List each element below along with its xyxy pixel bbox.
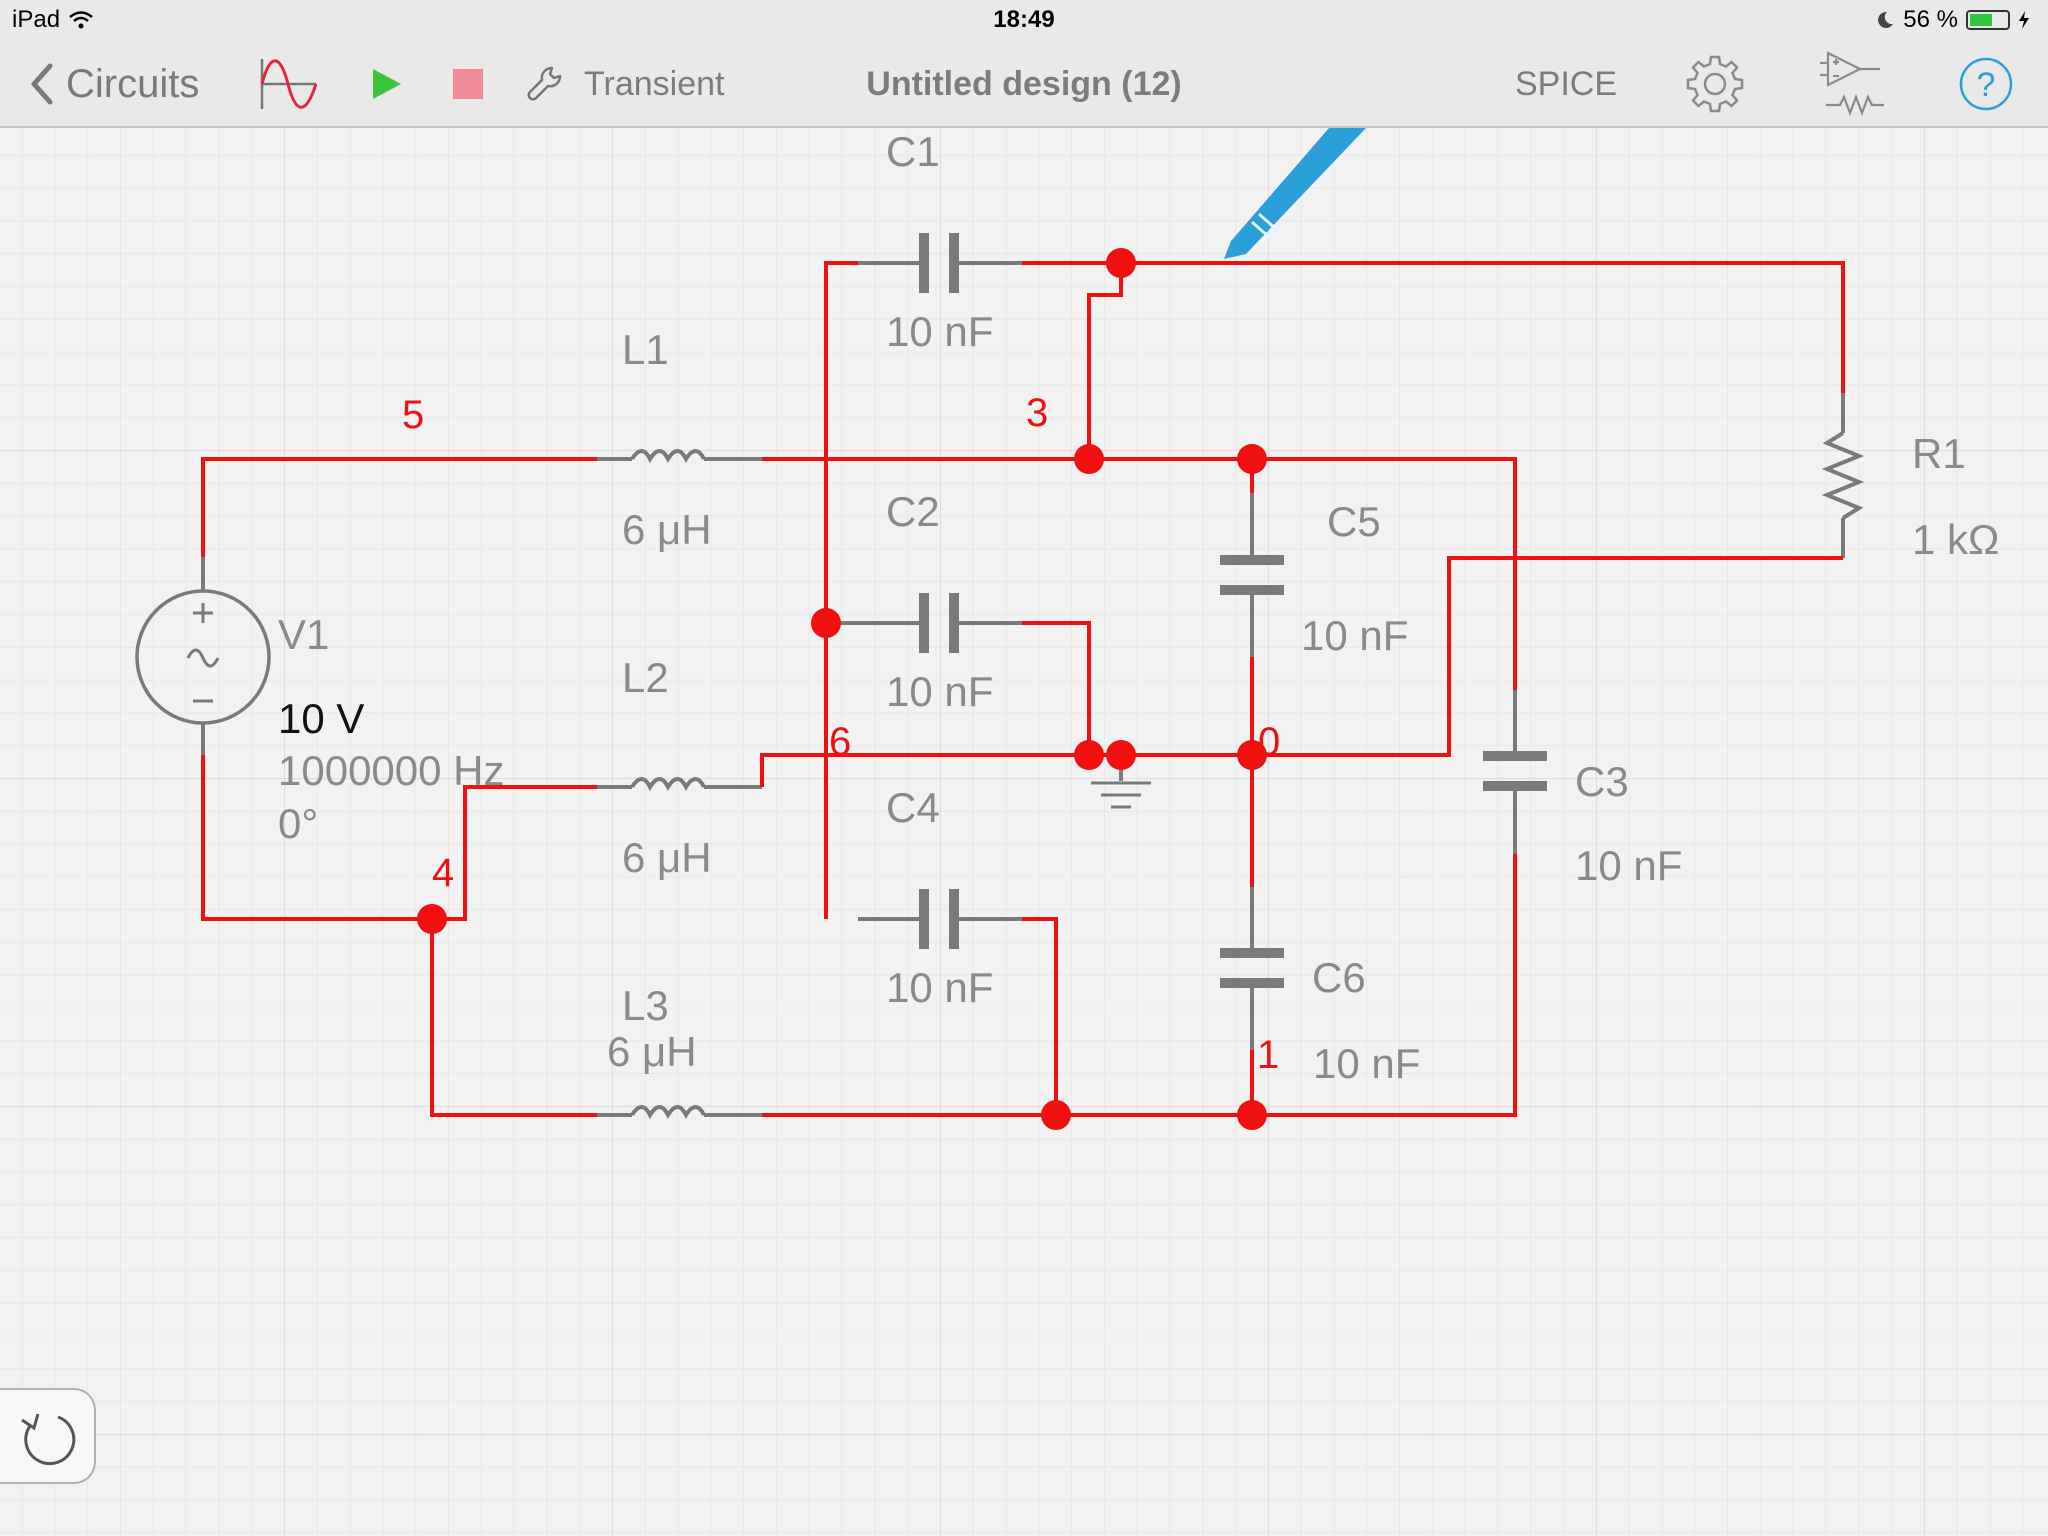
l2-name: L2: [622, 654, 669, 701]
wifi-icon: [69, 11, 93, 29]
v1-phase: 0°: [278, 800, 318, 847]
reset-view-button[interactable]: [0, 1388, 96, 1484]
c6-value: 10 nF: [1313, 1040, 1420, 1087]
help-icon: ?: [1959, 57, 2013, 111]
resistor-r1[interactable]: [1821, 393, 1865, 558]
r1-value: 1 kΩ: [1912, 516, 1999, 563]
c5-name: C5: [1327, 498, 1381, 545]
play-icon: [373, 69, 401, 99]
capacitor-c1[interactable]: [858, 233, 1022, 293]
node-label-5: 5: [402, 393, 424, 437]
component-library-button[interactable]: [1818, 40, 1888, 128]
settings-button[interactable]: [1682, 40, 1748, 128]
component-symbols: [135, 233, 1865, 1120]
amplifier-resistor-icon: [1820, 51, 1884, 117]
node-label-4: 4: [432, 851, 454, 895]
waveform-button[interactable]: [258, 40, 320, 128]
node-label-1: 1: [1257, 1033, 1279, 1077]
analysis-mode-button[interactable]: Transient: [526, 40, 724, 128]
l3-value: 6 μH: [607, 1028, 697, 1075]
analysis-mode-label: Transient: [584, 64, 725, 103]
charging-icon: [2019, 11, 2029, 29]
inductor-l1[interactable]: [597, 449, 762, 464]
back-label: Circuits: [66, 61, 200, 106]
status-bar: iPad 18:49 56 %: [0, 0, 2048, 40]
capacitor-c5[interactable]: [1220, 493, 1284, 657]
wires: [201, 261, 1845, 1117]
c1-name: C1: [886, 128, 940, 175]
capacitor-c6[interactable]: [1220, 887, 1284, 1050]
junctions: [417, 248, 1267, 1130]
battery-percent: 56 %: [1903, 6, 1958, 33]
battery-icon: [1966, 10, 2010, 30]
help-button[interactable]: ?: [1958, 40, 2014, 128]
capacitor-c2[interactable]: [826, 593, 1022, 653]
c1-value: 10 nF: [886, 308, 993, 355]
c5-value: 10 nF: [1301, 612, 1408, 659]
c2-value: 10 nF: [886, 668, 993, 715]
v1-name: V1: [278, 611, 329, 658]
inductor-l2[interactable]: [597, 777, 762, 792]
clock: 18:49: [993, 6, 1055, 33]
node-label-6: 6: [829, 720, 851, 764]
node-label-0: 0: [1258, 720, 1280, 764]
c2-name: C2: [886, 488, 940, 535]
play-button[interactable]: [370, 40, 404, 128]
chevron-left-icon: [31, 63, 53, 105]
capacitor-c4[interactable]: [858, 889, 1022, 949]
capacitor-c3[interactable]: [1483, 690, 1547, 854]
l2-value: 6 μH: [622, 834, 712, 881]
schematic: C1 10 nF C2 10 nF C4 10 nF C5 10 nF C6 1…: [135, 128, 1999, 1130]
moon-icon: [1878, 11, 1894, 28]
rotate-icon: [21, 1413, 76, 1466]
schematic-canvas[interactable]: C1 10 nF C2 10 nF C4 10 nF C5 10 nF C6 1…: [0, 128, 2048, 1536]
l3-name: L3: [622, 982, 669, 1029]
sine-wave-icon: [260, 59, 318, 109]
c4-name: C4: [886, 784, 940, 831]
voltage-source-v1[interactable]: [135, 557, 271, 755]
gear-icon: [1686, 55, 1744, 113]
probe-pen-icon[interactable]: [1224, 128, 1366, 259]
stop-icon: [453, 69, 483, 99]
help-label: ?: [1977, 66, 1996, 104]
c4-value: 10 nF: [886, 964, 993, 1011]
spice-button[interactable]: SPICE: [1515, 64, 1618, 103]
back-button[interactable]: Circuits: [28, 40, 199, 128]
c3-name: C3: [1575, 758, 1629, 805]
c3-value: 10 nF: [1575, 842, 1682, 889]
r1-name: R1: [1912, 430, 1966, 477]
device-label: iPad: [12, 6, 61, 33]
node-label-3: 3: [1026, 391, 1048, 435]
v1-amplitude: 10 V: [278, 695, 364, 742]
v1-frequency: 1000000 Hz: [278, 747, 505, 794]
l1-value: 6 μH: [622, 506, 712, 553]
stop-button[interactable]: [453, 40, 483, 128]
toolbar: Circuits Transient Untitled design (12) …: [0, 40, 2048, 128]
inductor-l3[interactable]: [597, 1105, 762, 1120]
wrench-icon: [527, 66, 562, 101]
l1-name: L1: [622, 326, 669, 373]
c6-name: C6: [1312, 954, 1366, 1001]
